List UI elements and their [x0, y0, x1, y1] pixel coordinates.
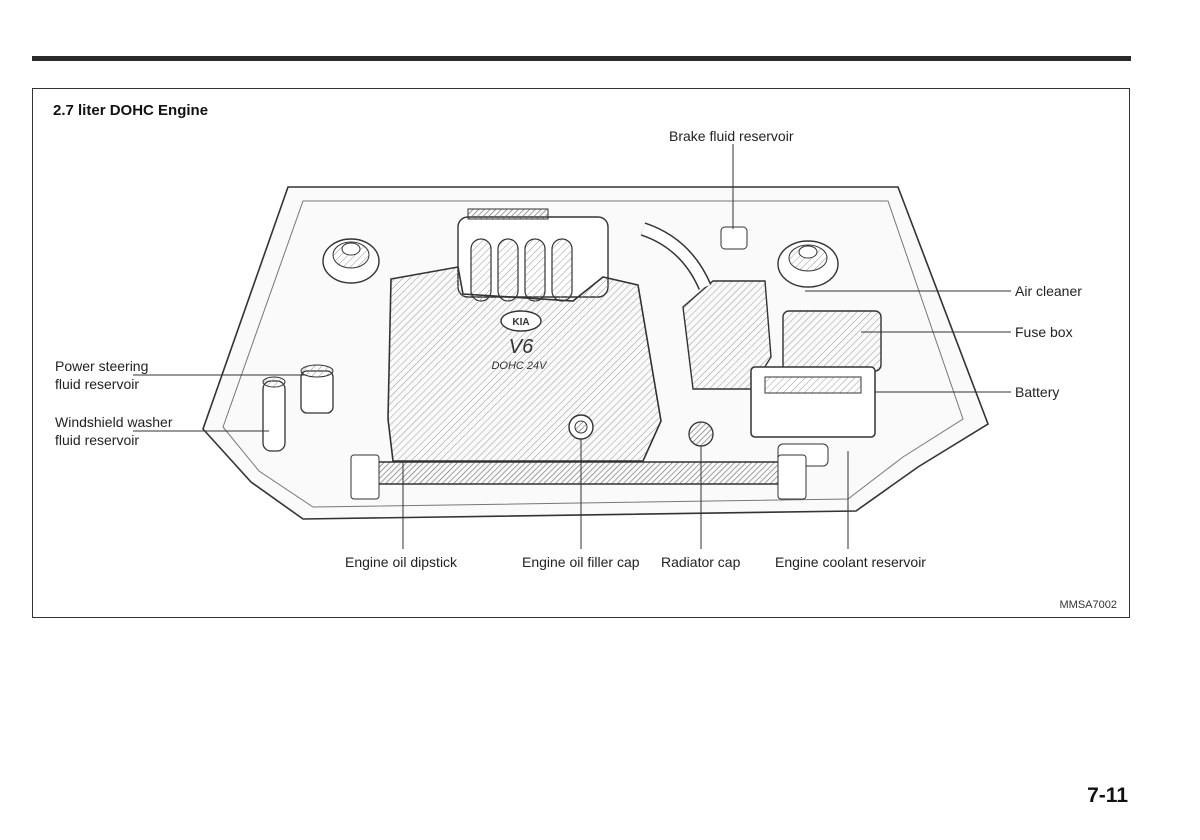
top-rule [32, 56, 1131, 61]
washer-reservoir [262, 376, 286, 452]
label-engine-oil-filler-cap: Engine oil filler cap [522, 554, 640, 570]
callout-lines [133, 144, 1011, 549]
label-washer-line2: fluid reservoir [55, 432, 140, 448]
figure-code: MMSA7002 [1059, 599, 1117, 611]
label-brake-fluid-reservoir: Brake fluid reservoir [669, 128, 794, 144]
battery [750, 366, 876, 438]
label-power-steering: Power steering fluid reservoir [55, 357, 148, 393]
air-cleaner [640, 222, 772, 390]
label-power-steering-line1: Power steering [55, 358, 149, 374]
radiator-cap-shape [688, 421, 714, 447]
label-battery: Battery [1015, 384, 1060, 400]
engine-figure: 2.7 liter DOHC Engine [32, 88, 1130, 618]
right-strut-tower [777, 240, 839, 288]
engine-compartment-illustration: KIA V6 DOHC 24V [133, 144, 1011, 549]
label-radiator-cap: Radiator cap [661, 554, 741, 570]
label-engine-coolant-reservoir: Engine coolant reservoir [775, 554, 926, 570]
power-steering-reservoir [300, 364, 334, 414]
page-number: 7-11 [1087, 784, 1128, 807]
label-fuse-box: Fuse box [1015, 324, 1073, 340]
figure-title: 2.7 liter DOHC Engine [53, 102, 209, 119]
label-air-cleaner: Air cleaner [1015, 283, 1082, 299]
left-strut-tower [322, 238, 380, 284]
engine-model-badge: V6 [509, 336, 534, 358]
engine-cover: KIA V6 DOHC 24V [387, 266, 662, 462]
label-power-steering-line2: fluid reservoir [55, 376, 140, 392]
intake-manifold [457, 208, 609, 302]
label-engine-oil-dipstick: Engine oil dipstick [345, 554, 458, 570]
fuse-box [782, 310, 882, 372]
engine-spec-badge: DOHC 24V [491, 360, 548, 372]
label-washer-line1: Windshield washer [55, 414, 173, 430]
label-windshield-washer: Windshield washer fluid reservoir [55, 413, 173, 449]
kia-logo: KIA [512, 317, 529, 328]
